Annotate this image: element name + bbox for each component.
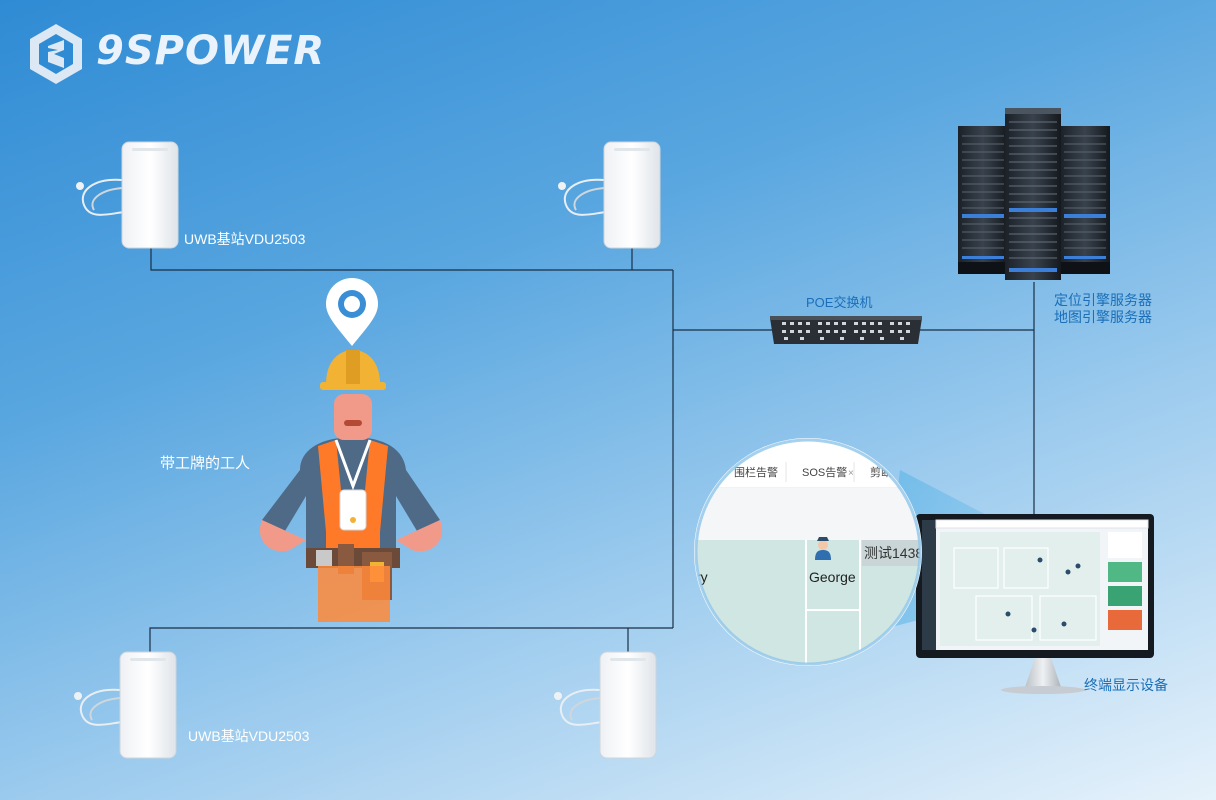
poe-switch [770,316,922,344]
server-label-line2: 地图引擎服务器 [1054,309,1152,325]
base-station-label-top: UWB基站VDU2503 [184,231,306,247]
server-rack-group [958,108,1110,280]
uwb-base-station-top-right [558,141,661,249]
uwb-base-station-top-left [76,141,179,249]
worker-label: 带工牌的工人 [160,455,251,472]
terminal-display-device [916,514,1154,694]
network-cables [149,246,1035,652]
zoom-tab-close-1[interactable]: × [848,468,854,479]
server-label-line1: 定位引擎服务器 [1054,292,1152,308]
zoom-person-name: George [809,569,856,585]
zoom-tab-1: 围栏告警 [734,465,778,479]
server-right [1060,126,1110,274]
brand-logo-icon [30,24,82,84]
terminal-label: 终端显示设备 [1084,677,1168,693]
zoom-tag-label: 测试1438 [864,545,923,561]
server-left [958,126,1008,274]
uwb-base-station-bottom-left [74,651,177,759]
zoom-tab-2: SOS告警 [802,465,847,479]
location-pin-icon [326,278,378,346]
switch-ports [782,322,910,340]
zoom-partial-text: ry [696,569,708,585]
zoom-content: 围栏告警 SOS告警 剪断告警 × George 测试1438 ry [696,440,923,664]
uwb-base-station-bottom-right [554,651,657,759]
brand-name: 9SPOWER [96,28,326,74]
server-center [1005,108,1061,280]
worker-illustration [259,278,443,622]
base-station-label-bottom: UWB基站VDU2503 [188,728,310,744]
person-avatar-icon [815,537,831,560]
poe-switch-label: POE交换机 [806,295,873,310]
